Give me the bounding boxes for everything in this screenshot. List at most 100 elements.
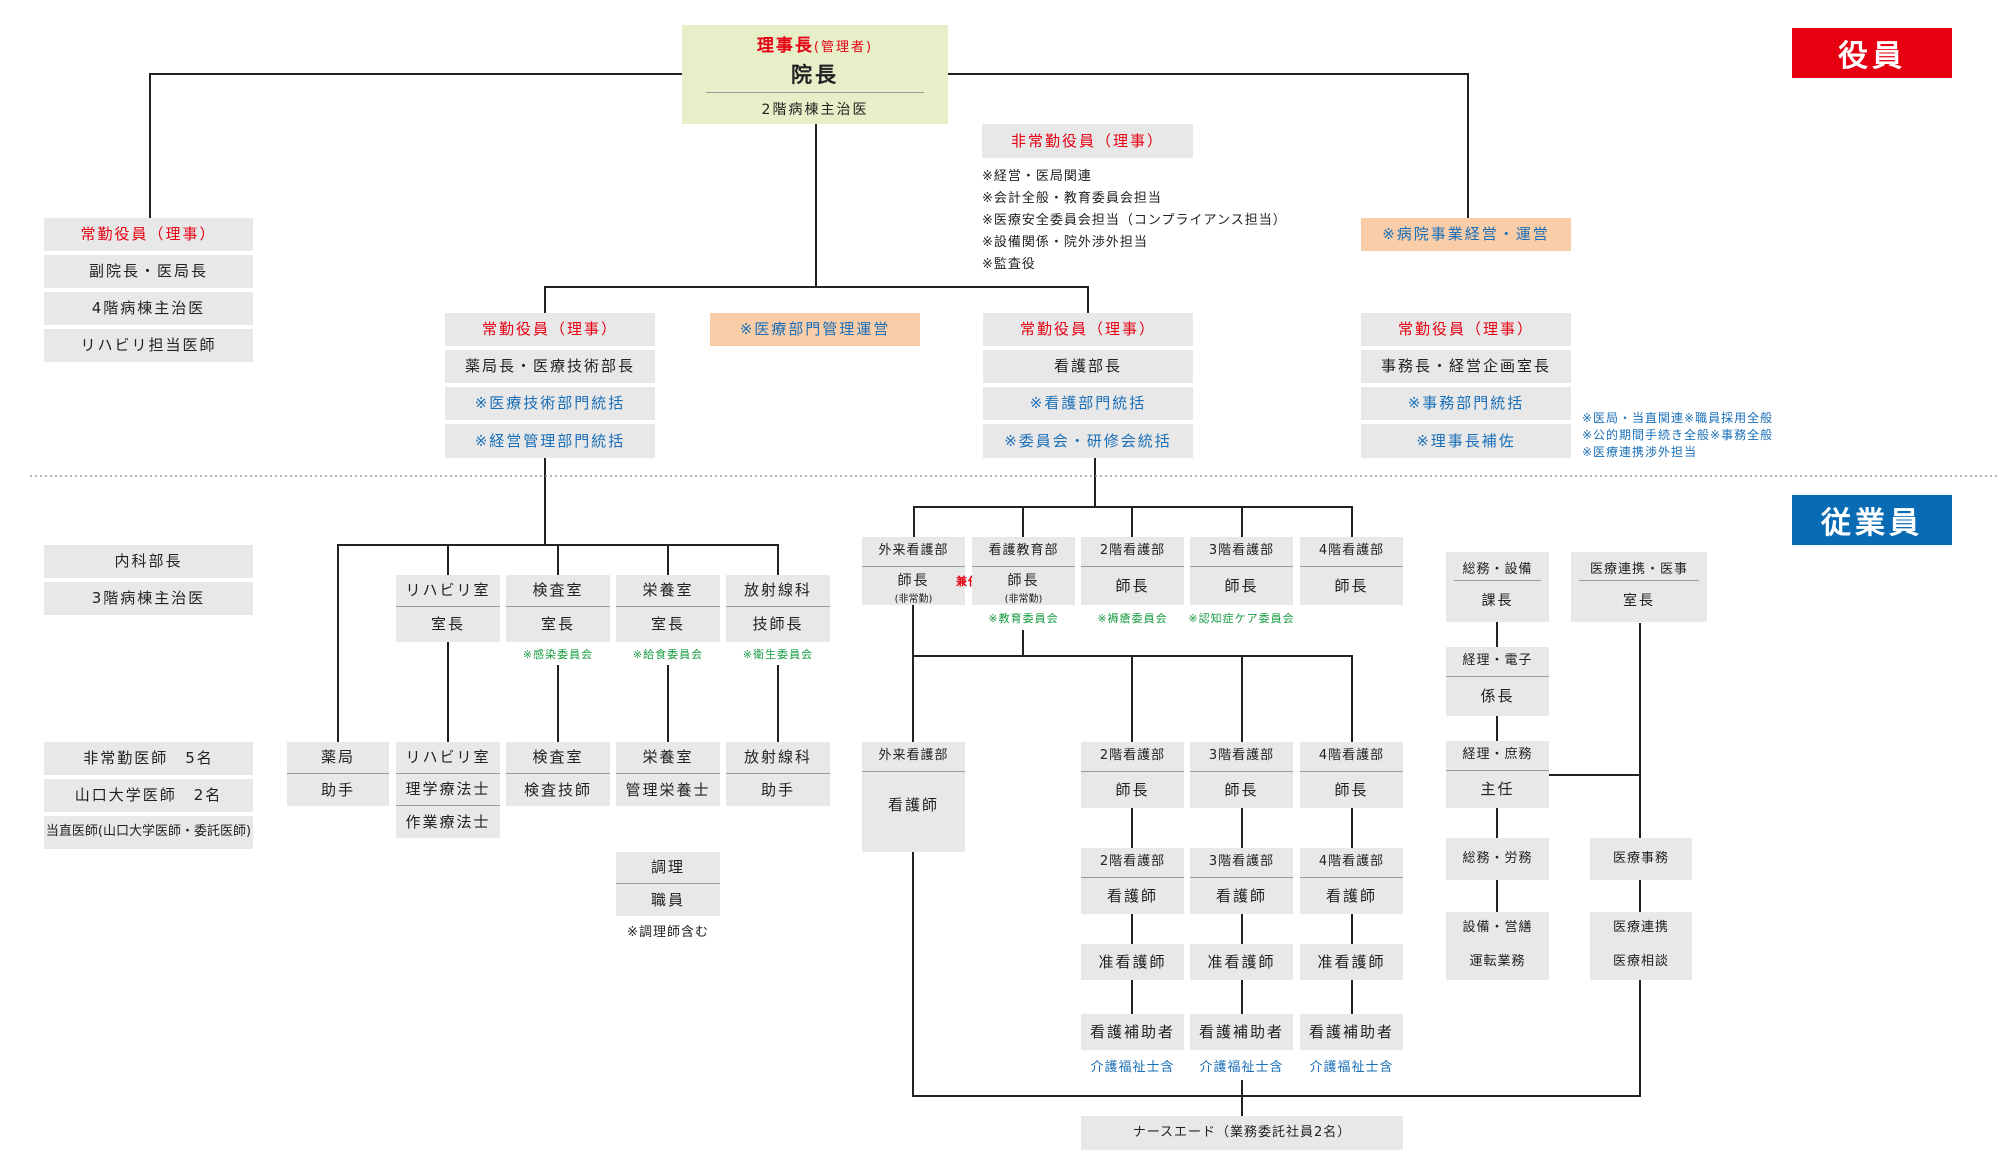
parttime-physicians: 非常勤医師 5名 bbox=[44, 742, 253, 775]
accounting-e-head: 経理・電子 bbox=[1446, 647, 1549, 677]
ward4-nurse-head: 4階看護部 bbox=[1300, 848, 1403, 878]
yamaguchi-physicians: 山口大学医師 2名 bbox=[44, 779, 253, 812]
nonregular-note-5: ※監査役 bbox=[982, 257, 1036, 272]
ward2-nursing-head: 2階看護部 bbox=[1081, 537, 1184, 567]
pharmacy-head: 薬局 bbox=[287, 742, 389, 774]
accounting-g-head: 経理・庶務 bbox=[1446, 741, 1549, 771]
pharmacy-chief: 薬局長・医療技術部長 bbox=[445, 350, 655, 383]
ward3-nursing-head: 3階看護部 bbox=[1190, 537, 1293, 567]
accounting-g-supervisor: 主任 bbox=[1446, 771, 1549, 808]
left-officer-title: 常勤役員（理事） bbox=[44, 218, 253, 251]
ward4-chief-b: 師長 bbox=[1300, 772, 1403, 808]
medical-office-work: 医療事務 bbox=[1590, 838, 1692, 880]
ward2-assistant-nurse: 准看護師 bbox=[1081, 944, 1184, 980]
education-head-nurse-box: 師長 (非常勤) bbox=[972, 567, 1075, 605]
physical-therapist: 理学療法士 bbox=[396, 774, 500, 806]
ward3-assistant-nurse: 准看護師 bbox=[1190, 944, 1293, 980]
operation-work: 運転業務 bbox=[1446, 944, 1549, 980]
med-coop-manager: 室長 bbox=[1623, 593, 1655, 609]
nonregular-note-4: ※設備関係・院外渉外担当 bbox=[982, 235, 1148, 250]
infection-committee: ※感染委員会 bbox=[522, 648, 594, 661]
meal-committee: ※給食委員会 bbox=[632, 648, 704, 661]
office-officer-title: 常勤役員（理事） bbox=[1361, 313, 1571, 346]
rehab-staff-head: リハビリ室 bbox=[396, 742, 500, 774]
ward2-head-b: 2階看護部 bbox=[1081, 742, 1184, 772]
office-note-2: ※公的期間手続き全般※事務全般 bbox=[1582, 428, 1774, 442]
outpatient-parttime: (非常勤) bbox=[894, 594, 933, 605]
outpatient-nursing-head: 外来看護部 bbox=[862, 537, 965, 567]
nonregular-note-3: ※医療安全委員会担当（コンプライアンス担当） bbox=[982, 213, 1287, 228]
ward2-nursing-aide: 看護補助者 bbox=[1081, 1014, 1184, 1050]
ward3-chief-b: 師長 bbox=[1190, 772, 1293, 808]
ward2-chief-b: 師長 bbox=[1081, 772, 1184, 808]
education-nursing-head: 看護教育部 bbox=[972, 537, 1075, 567]
outpatient-head-nurse-box: 師長 (非常勤) bbox=[862, 567, 965, 605]
ward3-head-nurse: 師長 bbox=[1190, 567, 1293, 605]
facility-maintenance: 設備・営繕 bbox=[1446, 912, 1549, 944]
office-chief: 事務長・経営企画室長 bbox=[1361, 350, 1571, 383]
ward2-nurse: 看護師 bbox=[1081, 878, 1184, 914]
internal-medicine-chief: 内科部長 bbox=[44, 545, 253, 578]
ward2-care-worker: 介護福祉士含 bbox=[1090, 1060, 1175, 1075]
education-parttime: (非常勤) bbox=[1004, 594, 1043, 605]
outpatient-head-nurse: 師長 bbox=[897, 573, 930, 589]
ward2-head-nurse: 師長 bbox=[1081, 567, 1184, 605]
cooking-staff: 職員 bbox=[616, 884, 720, 916]
radiology-chief: 技師長 bbox=[726, 607, 830, 642]
nonregular-note-1: ※経営・医局関連 bbox=[982, 169, 1092, 184]
vice-director: 副院長・医局長 bbox=[44, 255, 253, 288]
nonregular-officer-title: 非常勤役員（理事） bbox=[982, 124, 1193, 158]
general-affairs-head: 総務・設備 bbox=[1462, 562, 1533, 577]
nutrition-chief: 室長 bbox=[616, 607, 720, 642]
ward3-nurse-head: 3階看護部 bbox=[1190, 848, 1293, 878]
pharmacy-assistant: 助手 bbox=[287, 774, 389, 806]
office-note-3: ※医療連携渉外担当 bbox=[1582, 445, 1698, 459]
ward4-nursing-aide: 看護補助者 bbox=[1300, 1014, 1403, 1050]
pharm-officer-title: 常勤役員（理事） bbox=[445, 313, 655, 346]
cooking-head: 調理 bbox=[616, 852, 720, 884]
ward3-nurse: 看護師 bbox=[1190, 878, 1293, 914]
office-oversight: ※事務部門統括 bbox=[1361, 387, 1571, 420]
ward4-assistant-nurse: 准看護師 bbox=[1300, 944, 1403, 980]
chairman-assistant: ※理事長補佐 bbox=[1361, 424, 1571, 458]
director-title-sub: (管理者) bbox=[813, 40, 874, 55]
tag-officers: 役員 bbox=[1792, 28, 1952, 78]
management-oversight: ※経営管理部門統括 bbox=[445, 424, 655, 458]
lab-technician: 検査技師 bbox=[506, 774, 610, 806]
nurse-officer-title: 常勤役員（理事） bbox=[983, 313, 1193, 346]
rehab-chief: 室長 bbox=[396, 607, 500, 642]
ward3-nursing-aide: 看護補助者 bbox=[1190, 1014, 1293, 1050]
night-duty-physicians: 当直医師(山口大学医師・委託医師) bbox=[44, 816, 253, 849]
tag-employees: 従業員 bbox=[1792, 495, 1952, 545]
director-box: 理事長(管理者) 院長 2階病棟主治医 bbox=[682, 25, 948, 124]
outpatient-nurse: 看護師 bbox=[862, 772, 965, 852]
ward3-care-worker: 介護福祉士含 bbox=[1199, 1060, 1284, 1075]
ward4-physician: 4階病棟主治医 bbox=[44, 292, 253, 325]
committee-oversight: ※委員会・研修会統括 bbox=[983, 424, 1193, 458]
hospital-director: 院長 bbox=[791, 63, 839, 87]
radiology-assistant: 助手 bbox=[726, 774, 830, 806]
director-title: 理事長 bbox=[756, 36, 814, 56]
outpatient-nurse-head: 外来看護部 bbox=[862, 742, 965, 772]
radiology-staff-head: 放射線科 bbox=[726, 742, 830, 774]
general-affairs-box: 総務・設備 課長 bbox=[1446, 552, 1549, 622]
medical-cooperation: 医療連携 bbox=[1590, 912, 1692, 944]
lab-staff-head: 検査室 bbox=[506, 742, 610, 774]
cooking-note: ※調理師含む bbox=[627, 925, 709, 940]
med-coop-head: 医療連携・医事 bbox=[1589, 562, 1688, 577]
rehab-physician: リハビリ担当医師 bbox=[44, 329, 253, 362]
education-committee: ※教育委員会 bbox=[988, 612, 1059, 625]
ward4-nurse: 看護師 bbox=[1300, 878, 1403, 914]
medical-management-box: ※医療部門管理運営 bbox=[710, 313, 920, 346]
office-note-1: ※医局・当直関連※職員採用全般 bbox=[1582, 411, 1774, 425]
education-head-nurse: 師長 bbox=[1007, 573, 1040, 589]
ward2-nurse-head: 2階看護部 bbox=[1081, 848, 1184, 878]
dietitian: 管理栄養士 bbox=[616, 774, 720, 806]
labor-affairs: 総務・労務 bbox=[1446, 838, 1549, 880]
radiology-head: 放射線科 bbox=[726, 575, 830, 607]
nutrition-staff-head: 栄養室 bbox=[616, 742, 720, 774]
occupational-therapist: 作業療法士 bbox=[396, 806, 500, 838]
nurse-aide-contract: ナースエード（業務委託社員2名） bbox=[1081, 1116, 1403, 1150]
ward3-physician: 3階病棟主治医 bbox=[44, 582, 253, 615]
